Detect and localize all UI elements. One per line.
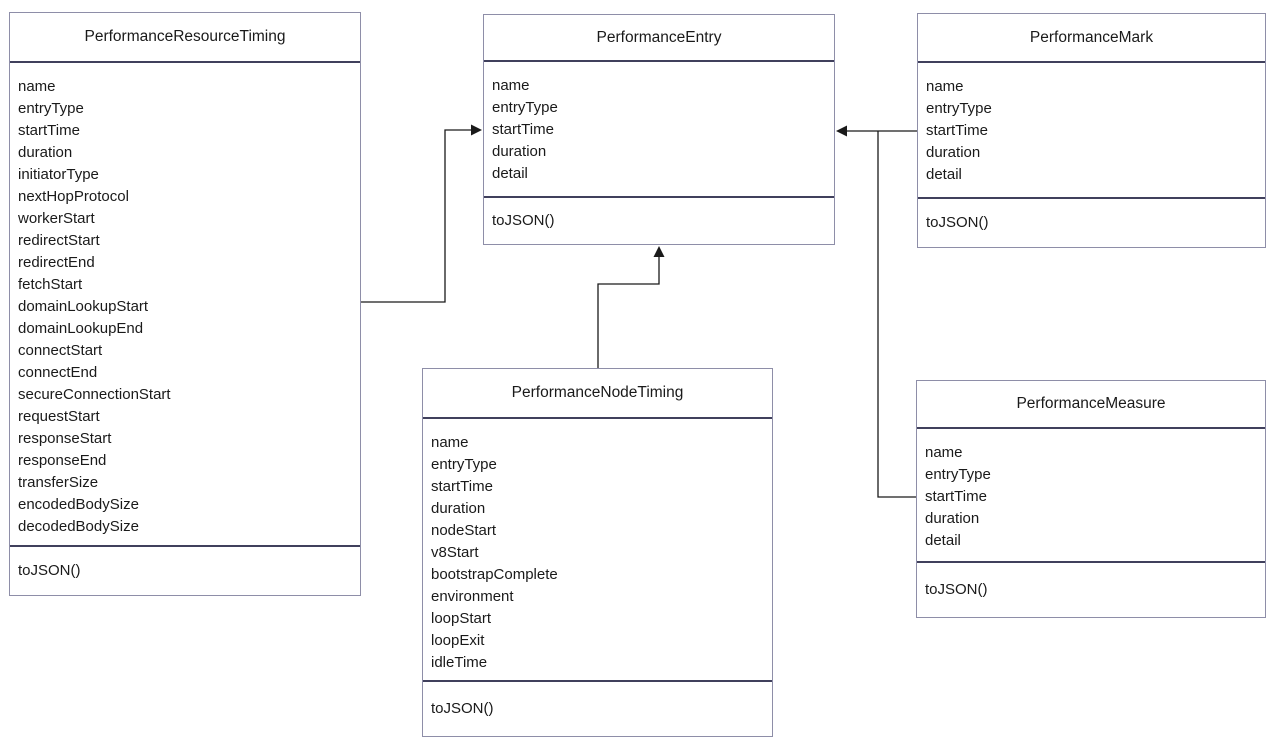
inheritance-arrow-mark-to-entry — [836, 125, 917, 137]
attribute: entryType — [431, 456, 497, 473]
attribute: entryType — [18, 100, 84, 117]
attribute: startTime — [431, 478, 493, 495]
class-box-performance-mark: PerformanceMark name entryType startTime du… — [917, 13, 1266, 248]
attribute: detail — [492, 165, 528, 182]
attribute: loopExit — [431, 632, 485, 649]
attribute: startTime — [492, 121, 554, 138]
attribute: workerStart — [18, 210, 95, 227]
attribute: nodeStart — [431, 522, 497, 539]
methods-compartment: toJSON() — [918, 199, 1265, 247]
attribute: connectEnd — [18, 364, 98, 381]
methods-compartment: toJSON() — [917, 563, 1265, 617]
class-box-performance-resource-timing: PerformanceResourceTiming name entryType s… — [9, 12, 361, 596]
class-box-performance-node-timing: PerformanceNodeTiming name entryType start… — [422, 368, 773, 737]
attribute: secureConnectionStart — [18, 386, 171, 403]
attribute: fetchStart — [18, 276, 83, 293]
attribute: duration — [431, 500, 486, 517]
attribute: transferSize — [18, 474, 99, 491]
attribute: name — [431, 434, 469, 451]
attribute: nextHopProtocol — [18, 188, 129, 205]
class-name-heading: PerformanceMeasure — [917, 381, 1265, 429]
attribute: name — [492, 77, 530, 94]
attribute: name — [925, 444, 963, 461]
attribute: duration — [18, 144, 73, 161]
attribute: idleTime — [431, 654, 488, 671]
attribute: duration — [492, 143, 547, 160]
attributes-compartment: name entryType startTime duration detail — [917, 429, 1265, 563]
attribute: loopStart — [431, 610, 492, 627]
class-name-heading: PerformanceResourceTiming — [10, 13, 360, 63]
attribute: domainLookupEnd — [18, 320, 144, 337]
inheritance-arrow-resource-timing-to-entry — [361, 124, 482, 303]
inheritance-line-measure-to-entry — [877, 131, 916, 498]
attribute: duration — [925, 510, 980, 527]
attribute: encodedBodySize — [18, 496, 139, 513]
attribute: redirectEnd — [18, 254, 95, 271]
attributes-compartment: name entryType startTime duration initiatorT… — [10, 63, 360, 547]
class-name-heading: PerformanceEntry — [484, 15, 834, 62]
attribute: entryType — [925, 466, 991, 483]
attribute: v8Start — [431, 544, 479, 561]
attribute: entryType — [926, 100, 992, 117]
attribute: redirectStart — [18, 232, 100, 249]
attributes-compartment: name entryType startTime duration detail — [484, 62, 834, 198]
method: toJSON() — [18, 562, 81, 579]
attribute: startTime — [926, 122, 988, 139]
attribute: decodedBodySize — [18, 518, 139, 535]
attributes-compartment: name entryType startTime duration nodeStart v… — [423, 419, 772, 682]
class-name-heading: PerformanceNodeTiming — [423, 369, 772, 419]
class-box-performance-entry: PerformanceEntry name entryType startTime d… — [483, 14, 835, 245]
method: toJSON() — [492, 212, 555, 229]
attribute: initiatorType — [18, 166, 99, 183]
methods-compartment: toJSON() — [423, 682, 772, 736]
attributes-compartment: name entryType startTime duration detail — [918, 63, 1265, 199]
inheritance-arrow-node-timing-to-entry — [597, 246, 665, 368]
method: toJSON() — [925, 581, 988, 598]
attribute: startTime — [925, 488, 987, 505]
method: toJSON() — [926, 214, 989, 231]
methods-compartment: toJSON() — [484, 198, 834, 244]
method: toJSON() — [431, 700, 494, 717]
attribute: duration — [926, 144, 981, 161]
arrowhead-up-icon — [653, 246, 665, 257]
attribute: responseStart — [18, 430, 112, 447]
attribute: connectStart — [18, 342, 103, 359]
attribute: requestStart — [18, 408, 100, 425]
attribute: name — [18, 78, 56, 95]
attribute: environment — [431, 588, 514, 605]
class-name-heading: PerformanceMark — [918, 14, 1265, 63]
attribute: name — [926, 78, 964, 95]
arrowhead-right-icon — [471, 124, 482, 136]
attribute: entryType — [492, 99, 558, 116]
attribute: bootstrapComplete — [431, 566, 558, 583]
attribute: detail — [926, 166, 962, 183]
attribute: startTime — [18, 122, 80, 139]
methods-compartment: toJSON() — [10, 547, 360, 595]
class-box-performance-measure: PerformanceMeasure name entryType startTim… — [916, 380, 1266, 618]
attribute: domainLookupStart — [18, 298, 149, 315]
attribute: responseEnd — [18, 452, 107, 469]
attribute: detail — [925, 532, 961, 549]
arrowhead-left-icon — [836, 125, 847, 137]
